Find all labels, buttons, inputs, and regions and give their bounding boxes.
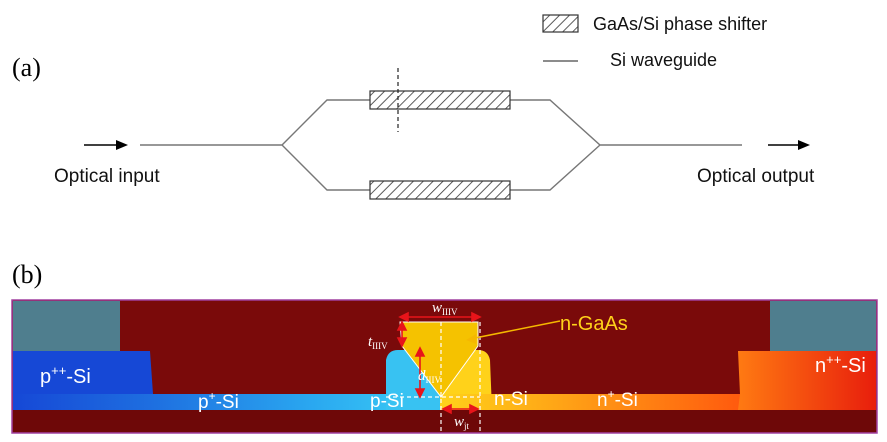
dimension-arrows	[396, 311, 482, 415]
d-iiiv-label: dIIIV	[418, 368, 441, 385]
n-si-label: n-Si	[494, 389, 528, 410]
optical-input-label: Optical input	[54, 166, 160, 187]
legend-waveguide-label: Si waveguide	[610, 50, 717, 70]
n-plus-slab	[440, 394, 740, 410]
panel-a-label: (a)	[12, 53, 41, 82]
phase-shifter-top	[369, 90, 511, 110]
p-plusplus-region	[13, 351, 153, 394]
legend-shifter-label: GaAs/Si phase shifter	[593, 14, 767, 34]
legend: GaAs/Si phase shifter Si waveguide	[542, 14, 767, 70]
left-contact	[13, 301, 120, 351]
p-plusplus-label: p++-Si	[40, 363, 91, 388]
panel-b-label: (b)	[12, 260, 42, 289]
p-plus-label: p+-Si	[198, 389, 239, 413]
optical-output-label: Optical output	[697, 166, 815, 187]
gaas-callout-line	[469, 320, 561, 340]
n-gaas-label: n-GaAs	[560, 313, 628, 335]
w-iiiv-label: wIIIV	[432, 300, 458, 317]
panel-b: (b)	[11, 260, 878, 434]
panel-a: (a) GaAs/Si phase shifter Si waveguide O…	[12, 14, 815, 200]
t-iiiv-label: tIIIV	[368, 334, 388, 351]
output-arrow	[768, 140, 810, 150]
n-plusplus-label: n++-Si	[815, 352, 866, 377]
w-jt-label: wjt	[454, 414, 470, 431]
n-plus-label: n+-Si	[597, 387, 638, 411]
input-arrow	[84, 140, 128, 150]
phase-shifter-bottom	[369, 180, 511, 200]
legend-shifter-swatch	[542, 14, 579, 33]
p-si-label: p-Si	[370, 391, 404, 412]
right-contact	[770, 301, 876, 351]
gaas-callout-arrowhead	[466, 334, 476, 344]
mzi-waveguide	[140, 99, 742, 191]
n-plusplus-region	[738, 351, 876, 410]
p-plus-slab	[13, 394, 413, 410]
substrate	[13, 410, 876, 432]
